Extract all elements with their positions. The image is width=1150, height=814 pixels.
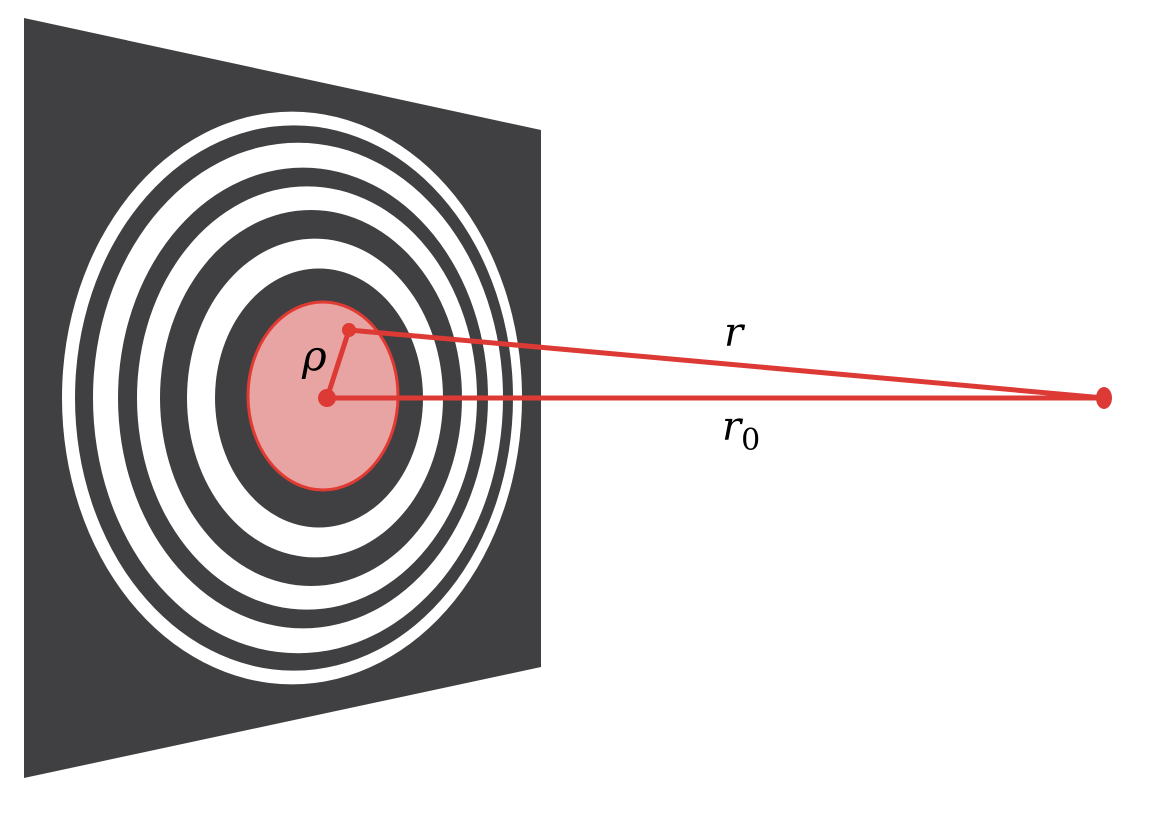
- plate-center-point: [318, 389, 336, 407]
- plate-point: [342, 323, 356, 337]
- radius-rho: [324, 329, 352, 399]
- r0-label-base: r: [722, 404, 744, 450]
- observation-point: [1096, 387, 1112, 409]
- ray-r: [348, 327, 1105, 401]
- rho-label: ρ: [301, 331, 327, 380]
- r-label: r: [724, 310, 746, 356]
- r0-label: r0: [722, 404, 760, 458]
- r0-label-subscript: 0: [741, 423, 760, 458]
